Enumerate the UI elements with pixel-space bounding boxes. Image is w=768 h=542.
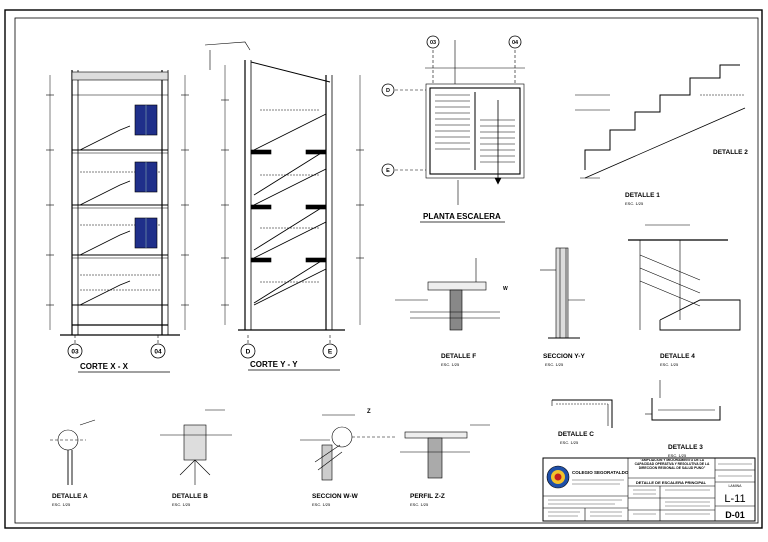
sheet-description: DETALLE DE ESCALERA PRINCIPAL <box>636 480 707 485</box>
detalle-f-title: DETALLE F <box>441 353 476 360</box>
corte-y-drawing <box>204 41 364 344</box>
seccion-y-scale: ESC. 1/25 <box>545 362 564 367</box>
detalle-3-title: DETALLE 3 <box>668 444 703 451</box>
detalle-c-title: DETALLE C <box>558 431 594 438</box>
detalle-b-drawing <box>160 409 232 485</box>
seccion-w-scale: ESC. 1/25 <box>312 502 331 507</box>
detalle-f-scale: ESC. 1/25 <box>441 362 460 367</box>
grid-label-d-planta: D <box>386 88 390 94</box>
detalle-1-drawing <box>575 64 746 179</box>
corte-x-title: CORTE X - X <box>80 362 129 371</box>
project-title: "AMPLIACION Y MEJORAMIENTO DE LA CAPACID… <box>634 459 710 470</box>
section-mark-w: W <box>503 286 508 292</box>
grid-label-e-planta: E <box>386 168 390 174</box>
grid-label-04: 04 <box>154 349 162 356</box>
detalle-f-drawing <box>395 258 500 331</box>
logo-name: COLEGIO SEGORATALDO <box>572 470 629 475</box>
detalle-4-title: DETALLE 4 <box>660 353 695 360</box>
seccion-y-title: SECCION Y-Y <box>543 353 585 360</box>
perfil-z-scale: ESC. 1/25 <box>410 502 429 507</box>
detalle-2-title: DETALLE 2 <box>713 149 748 156</box>
detalle-b-scale: ESC. 1/25 <box>172 502 191 507</box>
corte-x-drawing <box>46 70 189 345</box>
detalle-b-title: DETALLE B <box>172 493 208 500</box>
seccion-y-drawing <box>540 247 585 339</box>
school-logo-icon <box>546 465 570 489</box>
corte-y-title: CORTE Y - Y <box>250 360 298 369</box>
sheet-inner-border <box>14 17 759 524</box>
corte-y-grid-bubbles: D E <box>240 343 338 359</box>
grid-label-03: 03 <box>71 349 79 356</box>
perfil-z-drawing <box>400 424 490 479</box>
detalle-3-drawing <box>645 380 721 421</box>
detalle-1-title: DETALLE 1 <box>625 192 660 199</box>
detalle-3-scale: ESC. 1/25 <box>668 453 687 458</box>
detalle-c-drawing <box>551 399 613 428</box>
sheet-outer-border <box>4 9 763 529</box>
detalle-4-drawing <box>628 224 741 331</box>
seccion-w-drawing <box>300 414 395 481</box>
lamina-label: LAMINA <box>728 484 742 488</box>
grid-label-d: D <box>246 349 251 356</box>
grid-label-e: E <box>328 349 333 356</box>
corte-x-grid-bubbles: 03 04 <box>67 343 166 359</box>
title-block-fine-text-lines <box>548 463 752 517</box>
planta-grid-bubbles: 03 04 D E <box>381 35 522 177</box>
detalle-a-scale: ESC. 1/25 <box>52 502 71 507</box>
title-block <box>542 457 756 522</box>
detalle-4-scale: ESC. 1/25 <box>660 362 679 367</box>
planta-escalera-drawing <box>395 40 525 205</box>
detalle-a-title: DETALLE A <box>52 493 88 500</box>
lamina-code: L-11 <box>724 493 745 505</box>
grid-label-03-planta: 03 <box>430 40 436 46</box>
sheet-number: D-01 <box>725 510 745 520</box>
perfil-z-title: PERFIL Z-Z <box>410 493 445 500</box>
detalle-c-scale: ESC. 1/25 <box>560 440 579 445</box>
detalle-1-scale: ESC. 1/25 <box>625 201 644 206</box>
seccion-w-title: SECCION W-W <box>312 493 359 500</box>
grid-label-04-planta: 04 <box>512 40 519 46</box>
section-mark-z: Z <box>367 409 371 415</box>
detalle-a-drawing <box>50 419 96 485</box>
planta-title: PLANTA ESCALERA <box>423 212 501 221</box>
